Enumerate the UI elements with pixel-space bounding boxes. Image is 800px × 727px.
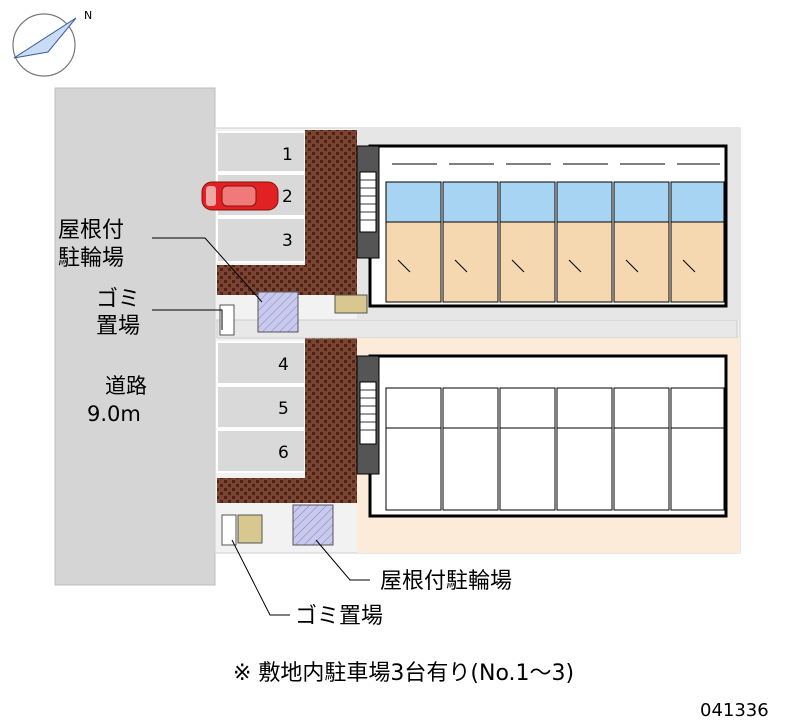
building-upper xyxy=(356,128,740,320)
car-icon xyxy=(201,181,279,211)
bike-rack-lower xyxy=(237,514,263,544)
covered-bike-label-bottom: 屋根付駐輪場 xyxy=(380,569,512,594)
garbage-area-upper xyxy=(219,304,235,336)
parking-number: 4 xyxy=(278,355,289,375)
parking-stalls-lower xyxy=(216,341,306,473)
covered-bike-parking-upper xyxy=(257,291,299,333)
parking-number: 6 xyxy=(278,443,289,463)
parking-note: ※ 敷地内駐車場3台有り(No.1～3) xyxy=(233,661,574,686)
north-label: N xyxy=(84,9,92,22)
property-code: 041336 xyxy=(700,700,769,721)
garbage-area-lower xyxy=(221,514,237,546)
parking-stall-3 xyxy=(216,217,306,263)
parking-number: 1 xyxy=(282,145,293,165)
building-lower xyxy=(356,338,740,553)
covered-bike-label-top-l1: 屋根付 xyxy=(58,218,124,243)
road xyxy=(54,87,216,586)
road-width-label: 9.0m xyxy=(87,402,141,426)
north-arrow-icon: N xyxy=(12,9,92,77)
road-label: 道路 xyxy=(105,374,147,398)
parking-stall-1 xyxy=(216,131,306,173)
garbage-label-bottom: ゴミ置場 xyxy=(295,604,383,629)
covered-bike-label-top-l2: 駐輪場 xyxy=(58,246,124,271)
parking-stall-4 xyxy=(216,341,306,385)
garbage-label-top-l1: ゴミ xyxy=(96,287,140,312)
parking-number: 3 xyxy=(282,231,293,251)
parking-number: 2 xyxy=(282,187,293,207)
bike-rack-upper xyxy=(334,294,368,314)
parking-stall-6 xyxy=(216,429,306,473)
parking-stall-5 xyxy=(216,385,306,429)
garbage-label-top-l2: 置場 xyxy=(96,314,140,339)
covered-bike-parking-lower xyxy=(292,504,334,546)
brick-walkway xyxy=(217,130,357,503)
parking-number: 5 xyxy=(278,399,289,419)
leader-lines xyxy=(152,237,370,616)
